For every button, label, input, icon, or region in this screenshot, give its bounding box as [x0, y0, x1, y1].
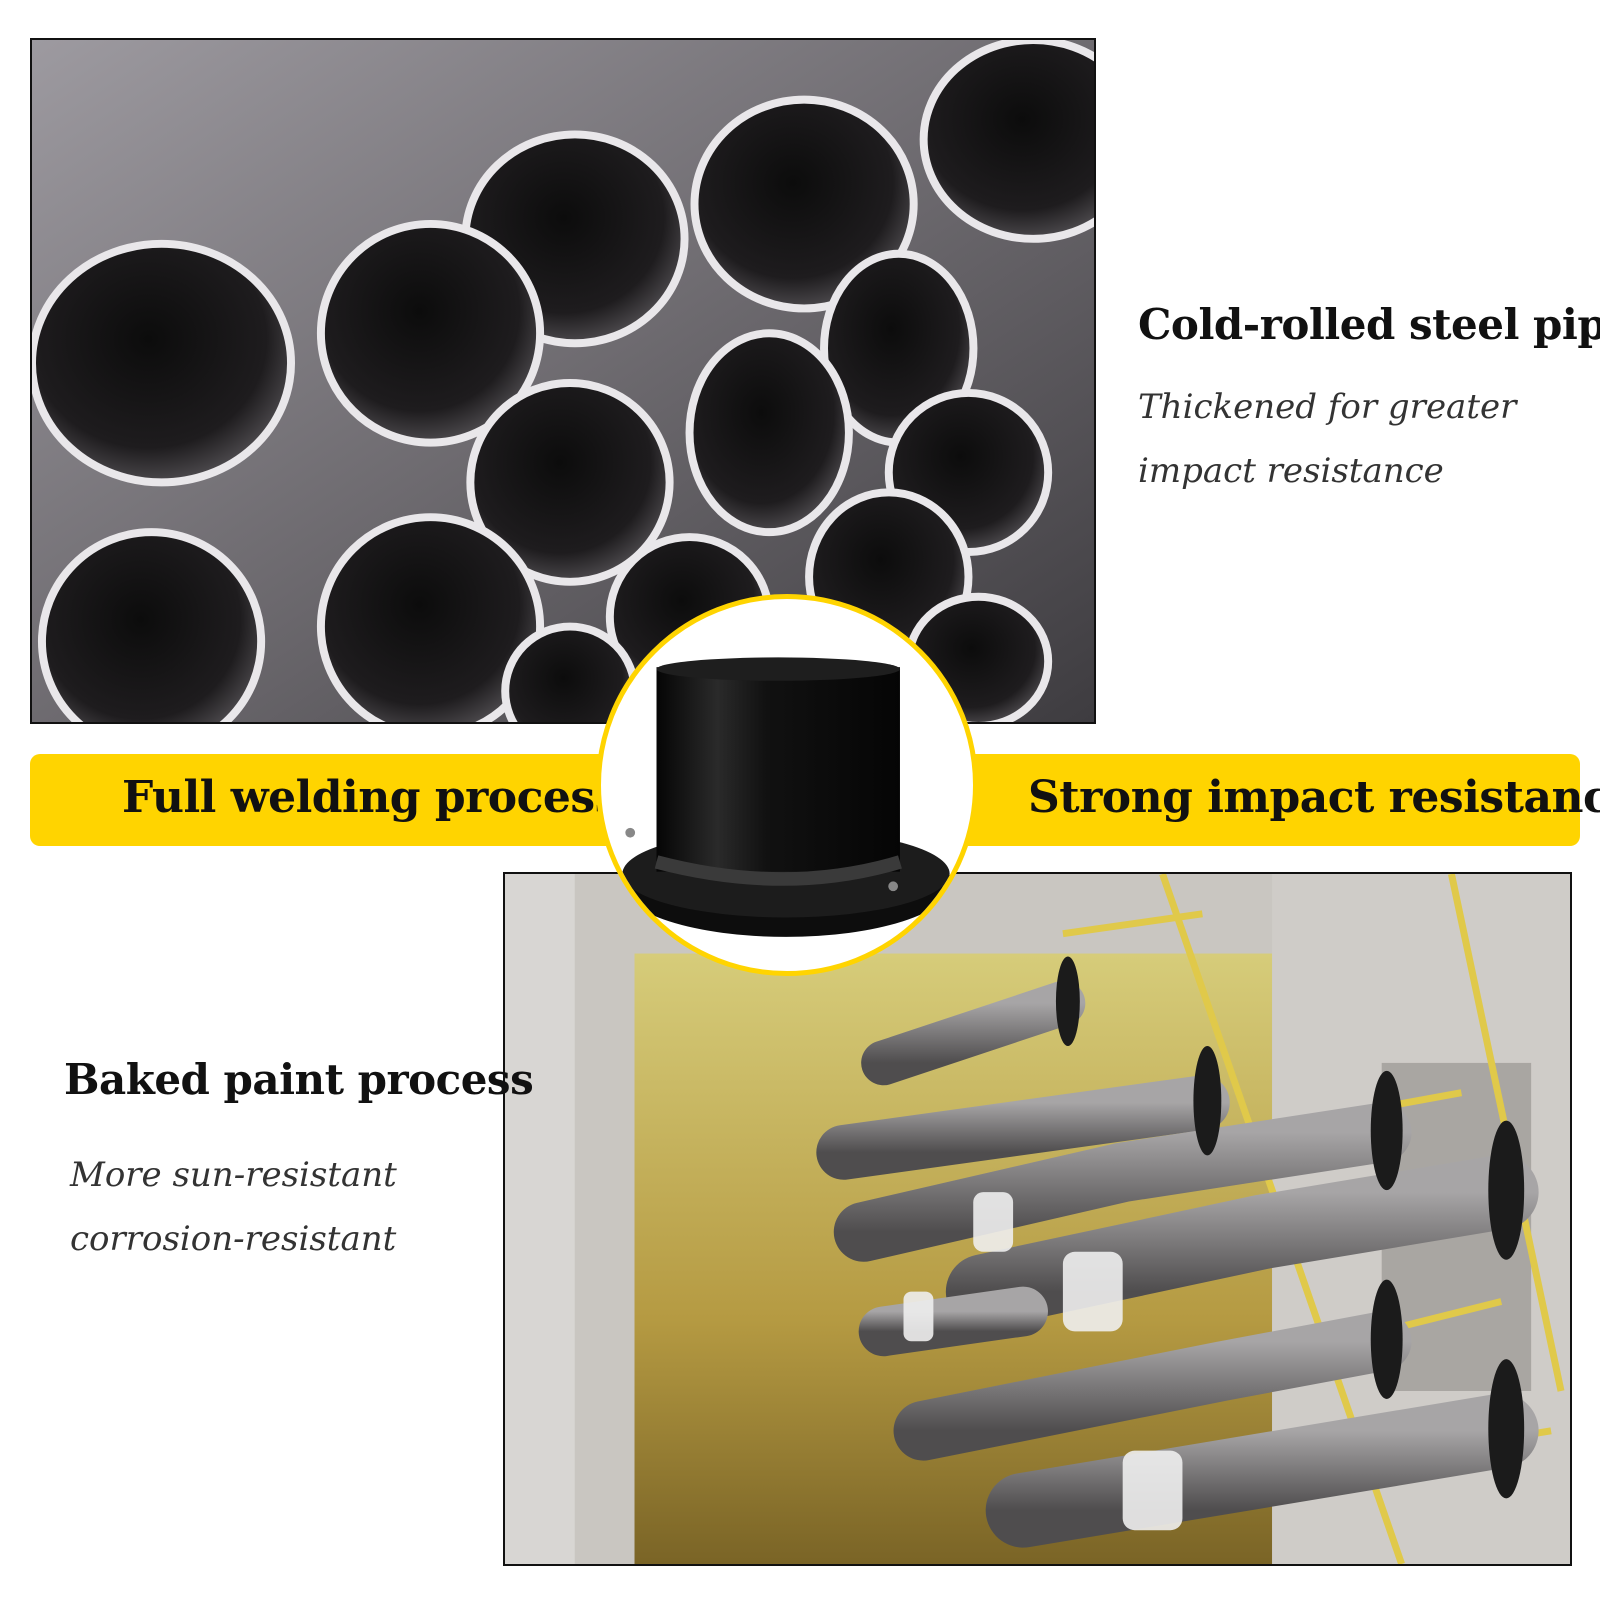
- steel-pipe-subtitle-line-1: Thickened for greater: [1138, 387, 1517, 427]
- steel-pipe-title: Cold-rolled steel pipe: [1138, 300, 1600, 349]
- welded-pipe-badge: [596, 594, 978, 976]
- steel-pipe-subtitle: Thickened for greater impact resistance: [1138, 375, 1516, 503]
- paint-subtitle-line-1: More sun-resistant: [70, 1155, 397, 1195]
- steel-pipes-photo: [30, 38, 1096, 724]
- steel-pipes-illustration: [32, 40, 1094, 722]
- steel-pipe-subtitle-line-2: impact resistance: [1138, 451, 1444, 491]
- band-label-impact: Strong impact resistance: [1028, 772, 1600, 823]
- paint-booth-photo: [503, 872, 1572, 1566]
- welded-pipe-illustration: [620, 657, 952, 937]
- paint-process-title: Baked paint process: [64, 1055, 534, 1104]
- paint-booth-illustration: [505, 874, 1570, 1564]
- band-label-welding: Full welding process: [122, 772, 619, 823]
- paint-subtitle-line-2: corrosion-resistant: [70, 1219, 397, 1259]
- paint-process-subtitle: More sun-resistant corrosion-resistant: [70, 1143, 397, 1271]
